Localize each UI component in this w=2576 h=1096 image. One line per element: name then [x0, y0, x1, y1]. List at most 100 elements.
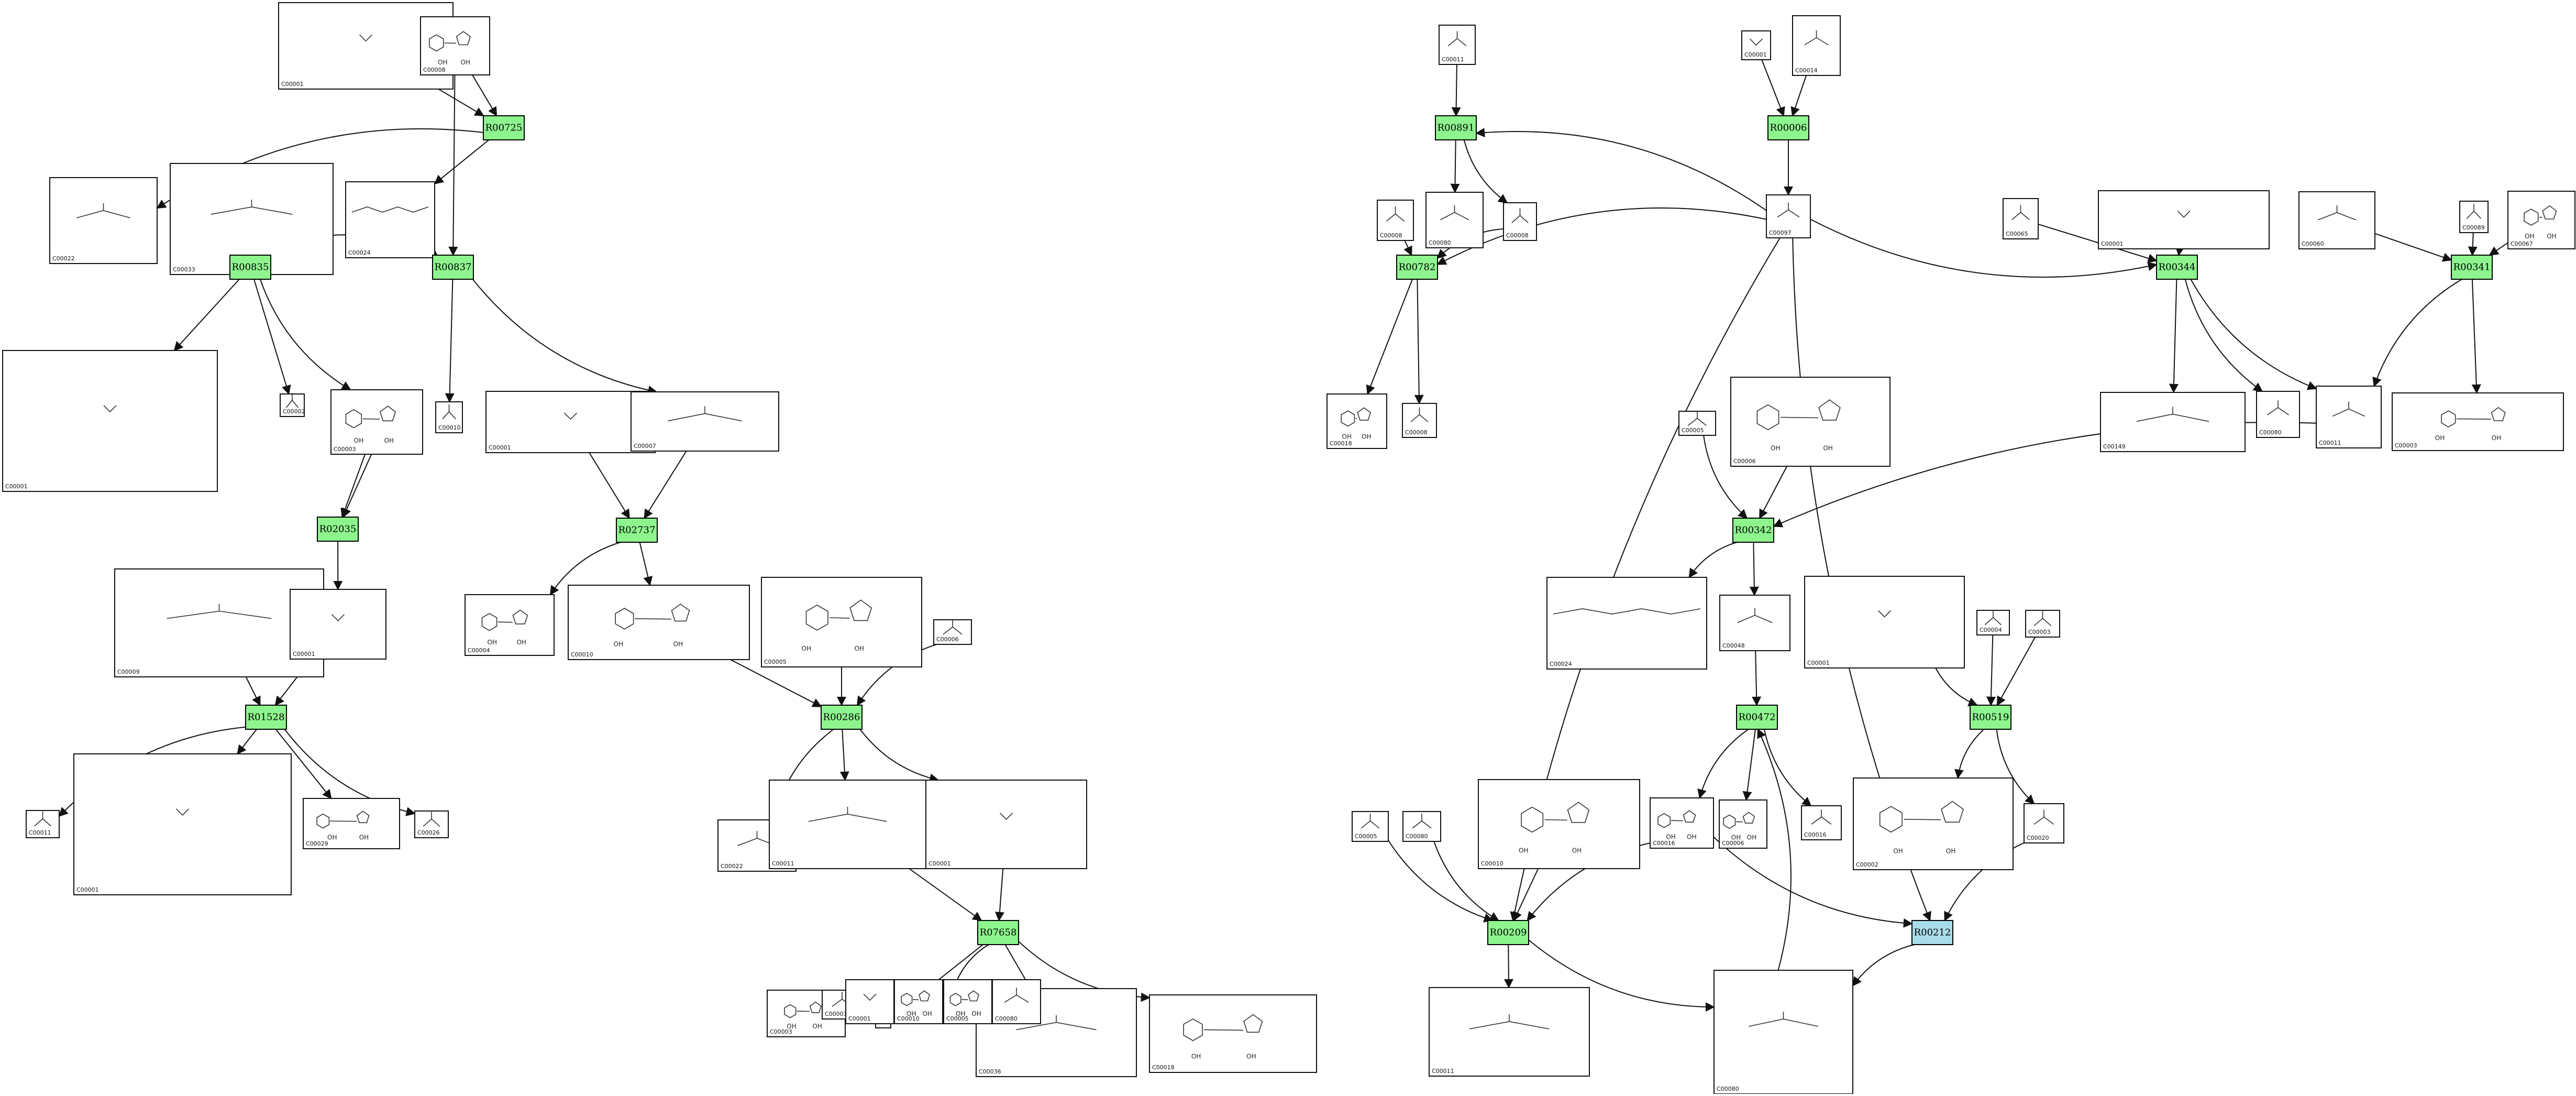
- reaction-r00519[interactable]: R00519: [1970, 705, 2011, 729]
- edge-n38-R00891: [1476, 131, 1766, 211]
- edge-R00725-n5: [435, 140, 489, 184]
- compound-c00080: C00080: [1714, 970, 1853, 1094]
- edge-R00782-n35: [1417, 279, 1419, 403]
- compound-id-label: C00010: [438, 424, 461, 431]
- reaction-label: R00209: [1490, 927, 1527, 938]
- compound-c00020: C00020: [2024, 804, 2064, 843]
- compound-id-label: C00011: [2319, 440, 2341, 446]
- reaction-r02035[interactable]: R02035: [317, 517, 358, 541]
- svg-text:OH: OH: [922, 1010, 932, 1017]
- reaction-r00344[interactable]: R00344: [2157, 255, 2197, 279]
- reaction-r00342[interactable]: R00342: [1733, 518, 1774, 542]
- compound-c00097: C00097: [1766, 195, 1810, 238]
- compound-id-label: C00022: [52, 255, 75, 262]
- reaction-r00341[interactable]: R00341: [2451, 255, 2492, 279]
- compound-id-label: C00014: [1795, 67, 1818, 74]
- svg-text:OH: OH: [2525, 233, 2534, 240]
- compound-id-label: C00002: [283, 408, 305, 415]
- compound-id-label: C00065: [2006, 231, 2028, 237]
- edge-R00286-n25: [860, 729, 938, 780]
- edge-n1-R00725: [438, 89, 483, 116]
- compound-c00065: C00065: [2003, 199, 2038, 239]
- reaction-r00725[interactable]: R00725: [483, 116, 524, 140]
- compound-id-label: C00001: [489, 444, 511, 451]
- compound-id-label: C00008: [1506, 232, 1529, 239]
- compound-id-label: C00016: [1653, 840, 1675, 847]
- compound-c00149: C00149: [2100, 392, 2245, 452]
- compound-c00001: C00001: [486, 391, 655, 453]
- compound-frame: [290, 589, 386, 659]
- compound-id-label: C00080: [2259, 429, 2282, 436]
- reaction-r00209[interactable]: R00209: [1488, 920, 1529, 945]
- compound-id-label: C00001: [1744, 51, 1767, 58]
- svg-text:OH: OH: [488, 639, 497, 646]
- reaction-r00837[interactable]: R00837: [433, 255, 473, 279]
- compound-id-label: C00001: [76, 886, 99, 893]
- reaction-label: R02035: [319, 524, 357, 535]
- compound-id-label: C00006: [1722, 840, 1744, 847]
- edge-R00286-n24: [842, 729, 845, 780]
- edge-R00344-n46: [2174, 279, 2177, 392]
- reaction-r07658[interactable]: R07658: [978, 920, 1019, 945]
- svg-text:OH: OH: [2547, 233, 2556, 240]
- edge-R00782-n34: [1367, 279, 1412, 394]
- compound-id-label: C00005: [764, 659, 787, 665]
- edge-R00344-n47: [2185, 279, 2262, 391]
- compound-id-label: C00001: [5, 483, 28, 490]
- compound-c00016: C00016: [1801, 806, 1841, 840]
- compound-c00001: C00001: [74, 754, 291, 895]
- compound-c00080: C00080: [992, 980, 1041, 1024]
- reaction-r02737[interactable]: R02737: [616, 518, 657, 542]
- reaction-label: R01528: [248, 712, 285, 723]
- compound-c00011: C00011: [26, 810, 59, 838]
- svg-text:OH: OH: [461, 59, 470, 66]
- compound-c00011: C00011: [769, 780, 926, 869]
- reaction-label: R00835: [232, 262, 269, 273]
- reaction-r00286[interactable]: R00286: [821, 705, 862, 729]
- compound-frame: [1149, 995, 1317, 1072]
- svg-text:OH: OH: [1572, 847, 1582, 854]
- reaction-r01528[interactable]: R01528: [246, 705, 286, 729]
- reaction-r00782[interactable]: R00782: [1397, 255, 1438, 279]
- svg-text:OH: OH: [1823, 444, 1832, 452]
- compound-id-label: C00009: [117, 668, 140, 675]
- compound-id-label: C00005: [1355, 833, 1377, 840]
- edge-n9-R02035: [342, 454, 365, 517]
- reaction-r00212[interactable]: R00212: [1912, 920, 1953, 945]
- compound-c00001: C00001: [1742, 31, 1771, 60]
- compound-frame: [1805, 576, 1964, 668]
- reaction-r00006[interactable]: R00006: [1768, 116, 1809, 140]
- compound-id-label: C00001: [281, 81, 304, 87]
- reaction-r00835[interactable]: R00835: [230, 255, 271, 279]
- compound-c00008: C00008: [1503, 203, 1536, 240]
- edge-n43-R00341: [2490, 243, 2508, 255]
- compound-id-label: C00001: [2101, 240, 2124, 247]
- svg-text:OH: OH: [1246, 1053, 1256, 1060]
- compound-id-label: C00003: [825, 1011, 847, 1017]
- compound-id-label: C00001: [1807, 660, 1830, 666]
- edge-n40-R00344: [2179, 249, 2180, 255]
- edge-R01528-n20: [237, 729, 257, 754]
- reaction-r00472[interactable]: R00472: [1737, 705, 1777, 729]
- compound-frame: [3, 350, 217, 491]
- edge-R00835-n7: [254, 279, 289, 394]
- reaction-r00891[interactable]: R00891: [1435, 116, 1476, 140]
- svg-text:OH: OH: [1893, 848, 1903, 855]
- compound-id-label: C00036: [979, 1068, 1001, 1075]
- svg-text:OH: OH: [1342, 433, 1352, 440]
- compound-c00008: C00008: [1402, 403, 1436, 437]
- edge-R00472-n60: [1764, 729, 1811, 806]
- compound-id-label: C00029: [306, 840, 328, 847]
- edge-R00209-n63: [1508, 945, 1509, 988]
- svg-text:OH: OH: [673, 640, 683, 648]
- edge-n36-R00006: [1762, 60, 1784, 116]
- compound-frame: [1547, 577, 1707, 669]
